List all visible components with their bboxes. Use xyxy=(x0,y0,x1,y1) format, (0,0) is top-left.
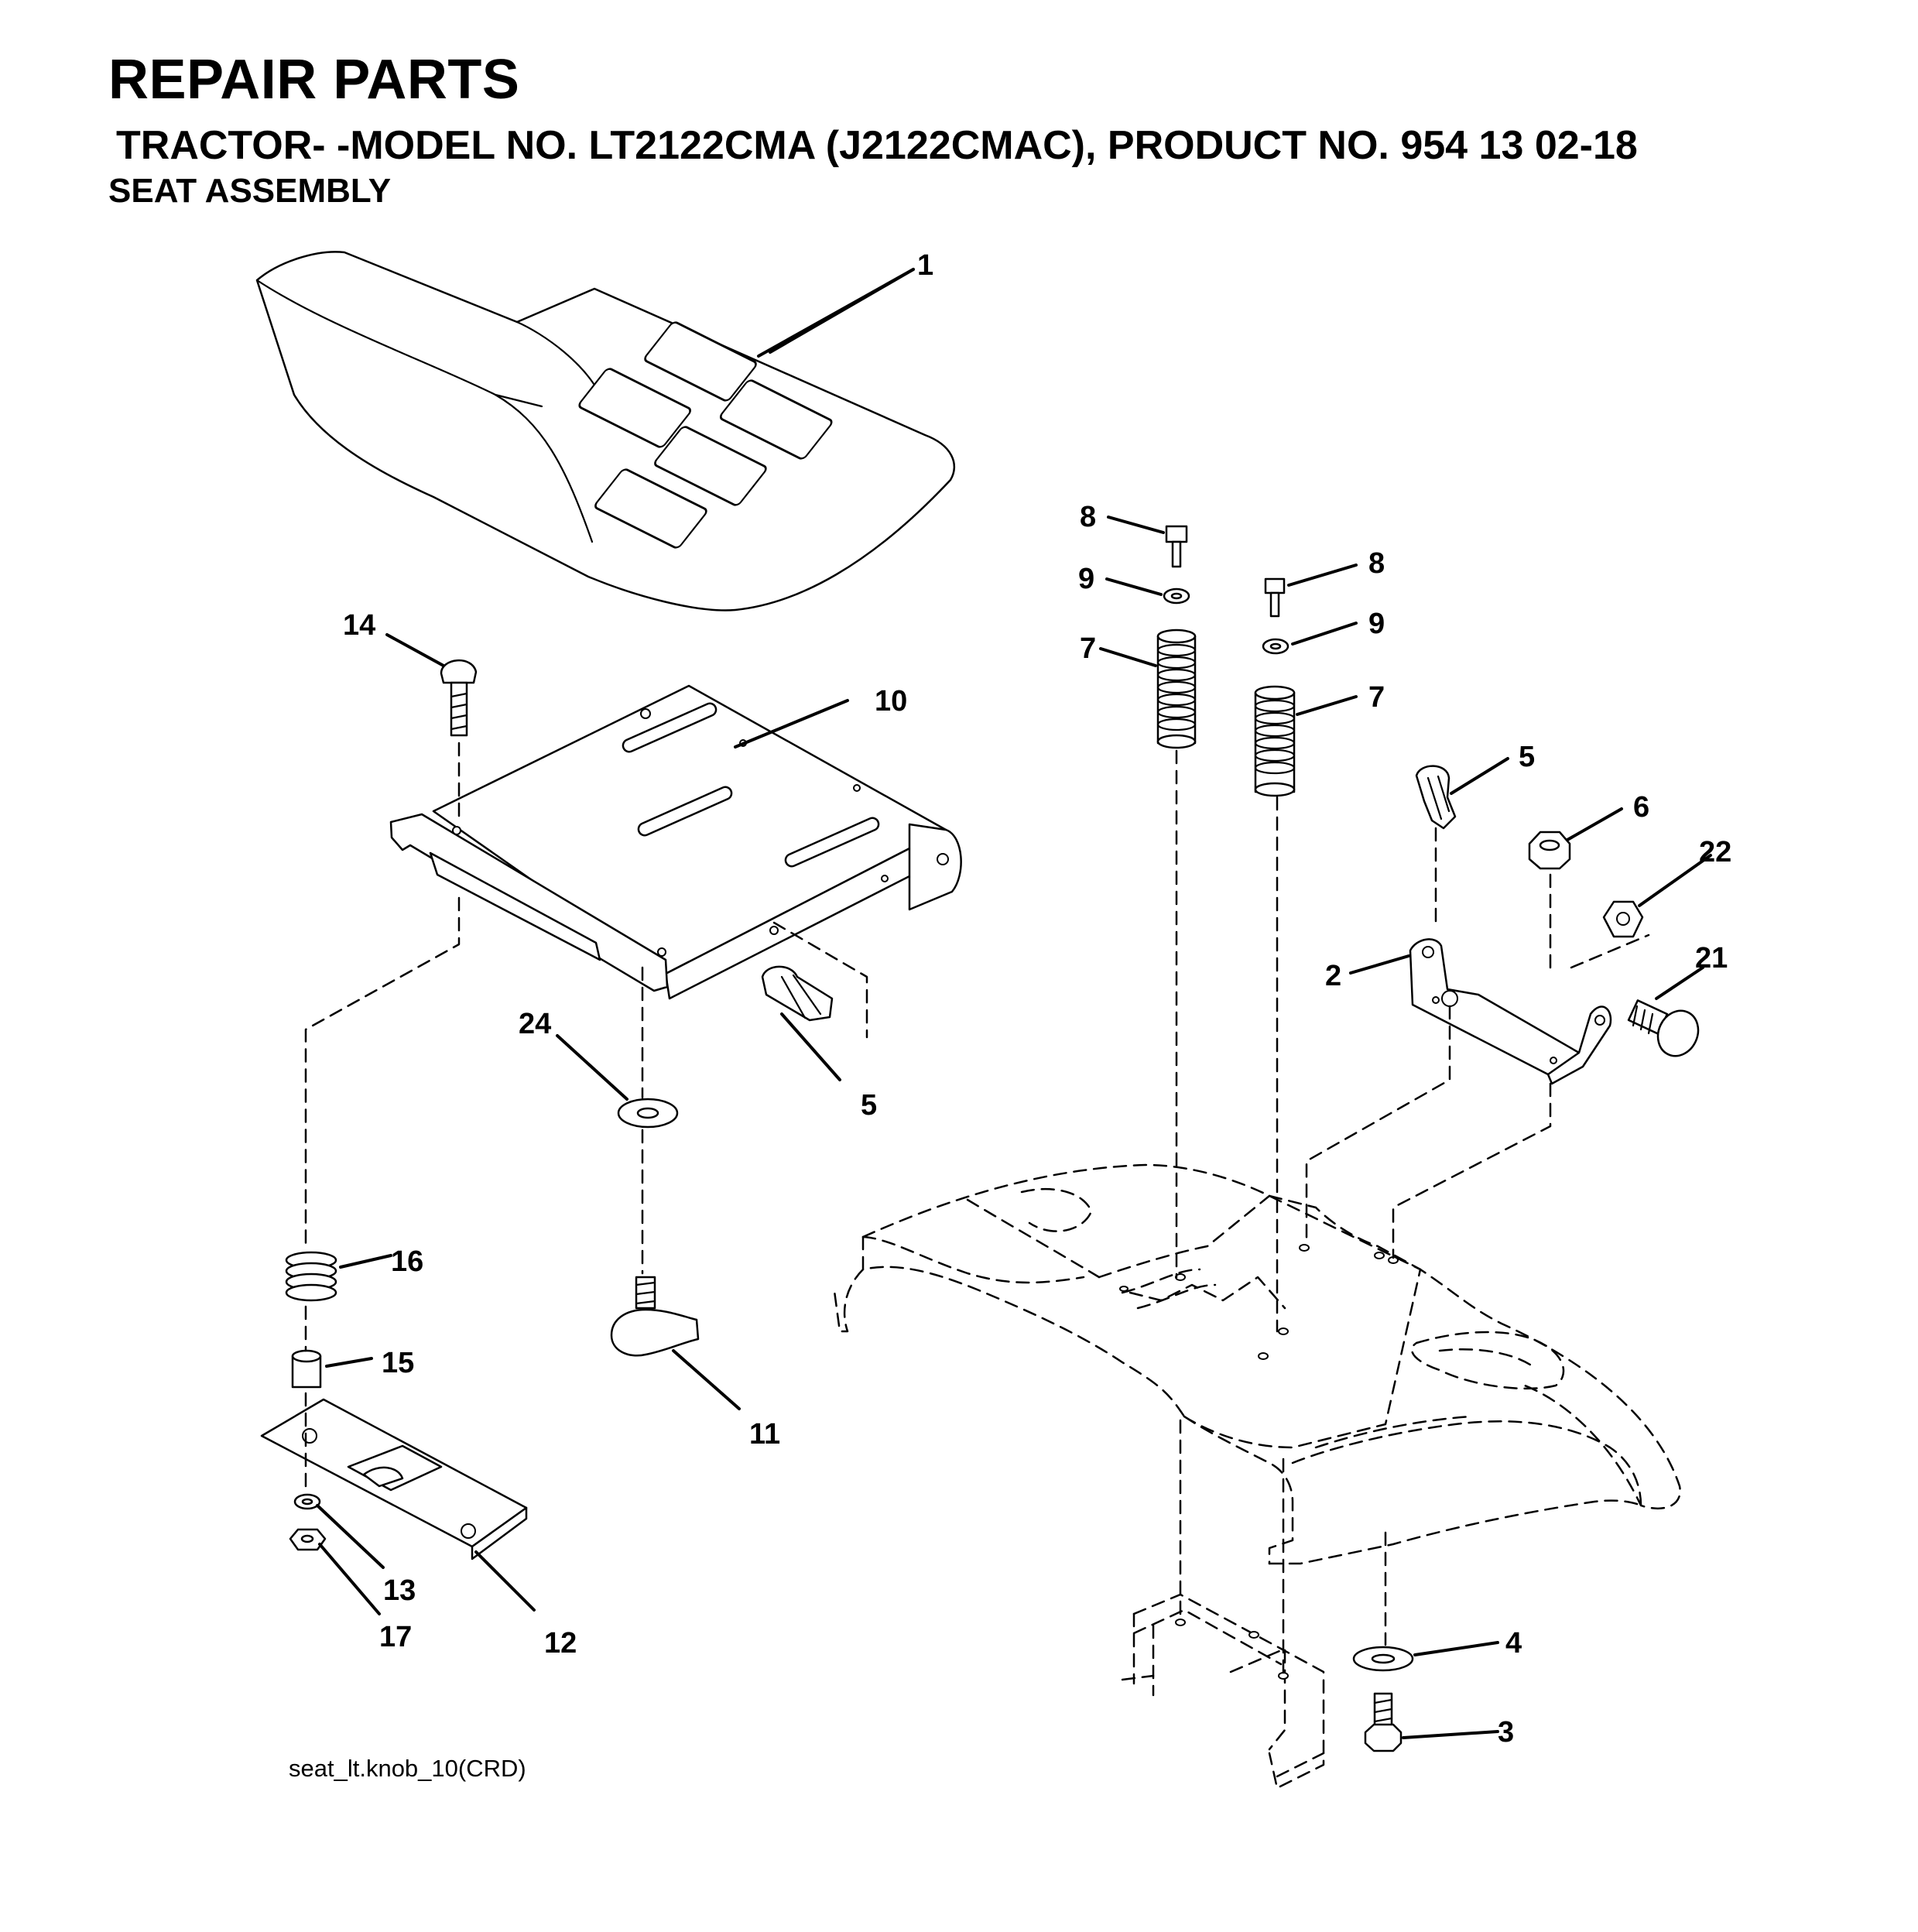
locknut-part-17 xyxy=(289,1528,327,1551)
spacer-part xyxy=(291,1349,322,1389)
callout-5-right: 5 xyxy=(1519,741,1535,773)
callout-8-right: 8 xyxy=(1368,547,1385,580)
page-title: REPAIR PARTS xyxy=(108,49,520,111)
model-subtitle: TRACTOR- -MODEL NO. LT2122CMA (J2122CMAC… xyxy=(116,123,1638,168)
callout-labels: 1 10 14 5 24 11 16 15 13 17 12 8 9 7 8 9… xyxy=(343,249,1731,1749)
callout-7-right: 7 xyxy=(1368,681,1385,714)
leader-lines xyxy=(316,268,1712,1739)
seat-part xyxy=(255,251,956,611)
spring-part-7-right xyxy=(1254,685,1296,797)
drawing-reference: seat_lt.knob_10(CRD) xyxy=(289,1755,526,1782)
nut-part-13 xyxy=(293,1493,321,1510)
spring-part-7-left xyxy=(1156,629,1197,749)
callout-6: 6 xyxy=(1633,791,1649,824)
bolt-part-8-right xyxy=(1264,577,1286,618)
callout-8-left: 8 xyxy=(1080,501,1096,533)
callout-9-left: 9 xyxy=(1078,563,1094,595)
callout-16: 16 xyxy=(391,1245,423,1278)
callout-12: 12 xyxy=(544,1627,577,1660)
seat-pan-part xyxy=(389,684,962,1000)
callout-21: 21 xyxy=(1695,942,1728,975)
shoulder-bolt-part xyxy=(1627,999,1700,1057)
callout-10: 10 xyxy=(875,685,907,718)
washer-part-24 xyxy=(617,1098,679,1129)
hex-bolt-part xyxy=(1364,1692,1403,1752)
callout-9-right: 9 xyxy=(1368,608,1385,640)
washer-part-4 xyxy=(1352,1646,1414,1672)
seat-knob-part xyxy=(610,1276,700,1357)
callout-11: 11 xyxy=(749,1418,780,1451)
washer-part-9-left xyxy=(1163,587,1190,605)
nut-part-22 xyxy=(1602,900,1644,938)
callout-1: 1 xyxy=(917,249,933,282)
clip-part-left xyxy=(761,965,834,1022)
callout-14: 14 xyxy=(343,609,375,642)
callout-15: 15 xyxy=(382,1347,414,1379)
section-title: SEAT ASSEMBLY xyxy=(108,172,392,210)
spring-part-16 xyxy=(285,1251,337,1302)
seat-support-reference xyxy=(1121,1593,1325,1790)
callout-17: 17 xyxy=(379,1621,412,1653)
locknut-part-6 xyxy=(1528,831,1571,870)
callout-2: 2 xyxy=(1325,960,1341,992)
clip-part-right xyxy=(1415,765,1457,830)
mounting-bracket-part xyxy=(1409,938,1612,1085)
callout-22: 22 xyxy=(1699,836,1731,868)
fender-reference xyxy=(833,1163,1681,1565)
callout-7-left: 7 xyxy=(1080,632,1096,665)
bolt-part-8-left xyxy=(1165,525,1188,568)
assembly-lines xyxy=(304,742,1650,1676)
callout-5-left: 5 xyxy=(861,1089,877,1122)
callout-24: 24 xyxy=(519,1008,551,1040)
washer-part-9-right xyxy=(1262,638,1290,655)
callout-13: 13 xyxy=(383,1574,416,1607)
callout-4: 4 xyxy=(1505,1627,1522,1660)
callout-3: 3 xyxy=(1498,1716,1514,1749)
pivot-bracket-part xyxy=(260,1398,528,1560)
carriage-bolt-part xyxy=(440,659,478,737)
